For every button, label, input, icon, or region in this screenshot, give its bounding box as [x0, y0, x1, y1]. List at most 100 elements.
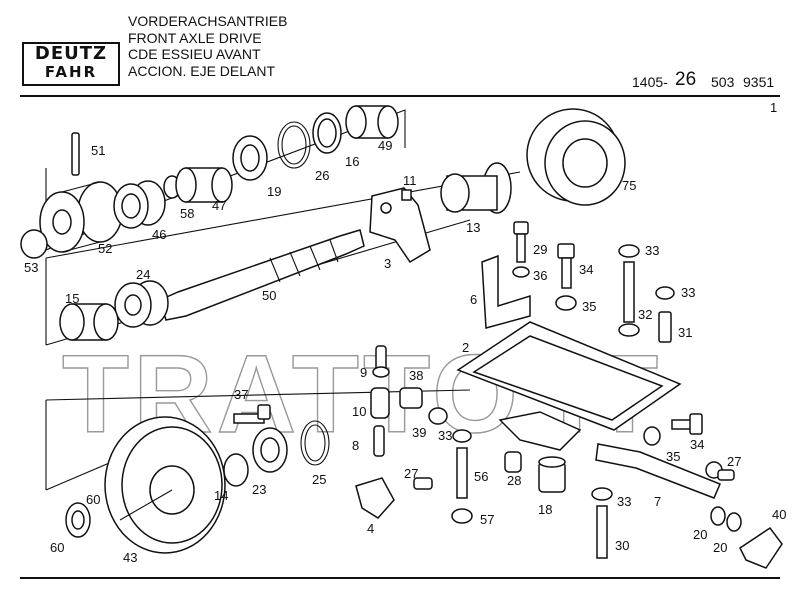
plug-28	[504, 451, 522, 473]
snap-ring-26	[277, 121, 311, 169]
washer-36	[512, 266, 530, 278]
bolt-30	[596, 505, 608, 559]
bolt-37	[233, 404, 271, 424]
lever-4	[355, 477, 395, 519]
page-number: 1	[770, 100, 778, 115]
coupling-60	[65, 502, 91, 538]
washer-33-center	[452, 429, 472, 443]
callout-29: 29	[533, 242, 547, 257]
callout-11: 11	[403, 173, 417, 188]
deutz-fahr-logo: DEUTZ FAHR	[22, 42, 120, 86]
pin-51	[71, 132, 80, 176]
callout-2: 2	[462, 340, 469, 355]
ring-16	[312, 112, 342, 154]
callout-32: 32	[638, 307, 652, 322]
callout-33-center: 33	[438, 428, 452, 443]
logo-line-1: DEUTZ	[34, 43, 108, 64]
callout-57: 57	[480, 512, 494, 527]
shaft-50	[159, 229, 365, 321]
callout-35-upper: 35	[582, 299, 596, 314]
shaft-7	[595, 443, 721, 499]
gear-43	[104, 416, 226, 554]
gear-13	[440, 162, 512, 214]
washer-33-lower	[591, 487, 613, 501]
nut-57	[451, 508, 473, 524]
callout-24: 24	[136, 267, 150, 282]
callout-19: 19	[267, 184, 281, 199]
sleeve-47	[175, 167, 233, 203]
callout-33-lower: 33	[617, 494, 631, 509]
washer-20-b	[726, 512, 742, 532]
plug-27-right	[705, 461, 735, 481]
callout-49: 49	[378, 138, 392, 153]
callout-25: 25	[312, 472, 326, 487]
bolt-31	[658, 311, 672, 343]
part-number-code-1: 503	[711, 74, 735, 90]
callout-28: 28	[507, 473, 521, 488]
nut-35-lower	[643, 426, 661, 446]
callout-labels: 51 53 52 46 58 47 19 26 16 49 11 3 13 75…	[24, 138, 786, 565]
callout-20-b: 20	[713, 540, 727, 555]
callout-13: 13	[466, 220, 480, 235]
callout-60-top: 60	[86, 492, 100, 507]
callout-47: 47	[212, 198, 226, 213]
callout-7: 7	[654, 494, 661, 509]
callout-56: 56	[474, 469, 488, 484]
title-spanish: ACCION. EJE DELANT	[128, 62, 276, 79]
plug-38	[399, 387, 423, 409]
disc-53	[20, 229, 48, 259]
footer-rule	[20, 577, 780, 579]
callout-38: 38	[409, 368, 423, 383]
callout-26: 26	[315, 168, 329, 183]
callout-43: 43	[123, 550, 137, 565]
callout-53: 53	[24, 260, 38, 275]
callout-39: 39	[412, 425, 426, 440]
bushing-18	[538, 456, 566, 493]
bushing-49	[345, 105, 399, 139]
callout-3: 3	[384, 256, 391, 271]
callout-31: 31	[678, 325, 692, 340]
bushing-15	[59, 303, 119, 341]
callout-4: 4	[367, 521, 374, 536]
callout-33-top: 33	[645, 243, 659, 258]
callout-15: 15	[65, 291, 79, 306]
plunger-9	[372, 345, 390, 378]
title-english: FRONT AXLE DRIVE	[128, 29, 262, 46]
callout-20-a: 20	[693, 527, 707, 542]
fork-40	[739, 526, 783, 569]
callout-9: 9	[360, 365, 367, 380]
callout-30: 30	[615, 538, 629, 553]
washer-33-right	[655, 286, 675, 300]
part-number-prefix: 1405-	[632, 74, 668, 90]
callout-10: 10	[352, 404, 366, 419]
washer-20-a	[710, 506, 726, 526]
callout-16: 16	[345, 154, 359, 169]
callout-35-lower: 35	[666, 449, 680, 464]
washer-14	[223, 453, 249, 487]
callout-50: 50	[262, 288, 276, 303]
header-rule	[20, 95, 780, 97]
bolt-32	[618, 261, 640, 337]
stud-56	[456, 447, 468, 499]
snap-ring-25	[300, 420, 330, 466]
callout-33-right: 33	[681, 285, 695, 300]
title-french: CDE ESSIEU AVANT	[128, 46, 261, 62]
nut-35-upper	[555, 295, 577, 311]
nut-33-top	[618, 244, 640, 258]
callout-36: 36	[533, 268, 547, 283]
bracket-plate-6	[481, 254, 531, 329]
callout-52: 52	[98, 241, 112, 256]
callout-27-right: 27	[727, 454, 741, 469]
bolt-34-upper	[557, 243, 575, 289]
callout-18: 18	[538, 502, 552, 517]
bolt-29	[513, 221, 529, 263]
callout-51: 51	[91, 143, 105, 158]
callout-58: 58	[180, 206, 194, 221]
callout-75: 75	[622, 178, 636, 193]
flange-52	[39, 181, 123, 253]
callout-46: 46	[152, 227, 166, 242]
callout-6: 6	[470, 292, 477, 307]
logo-line-2: FAHR	[44, 63, 98, 81]
title-german: VORDERACHSANTRIEB	[128, 13, 288, 29]
